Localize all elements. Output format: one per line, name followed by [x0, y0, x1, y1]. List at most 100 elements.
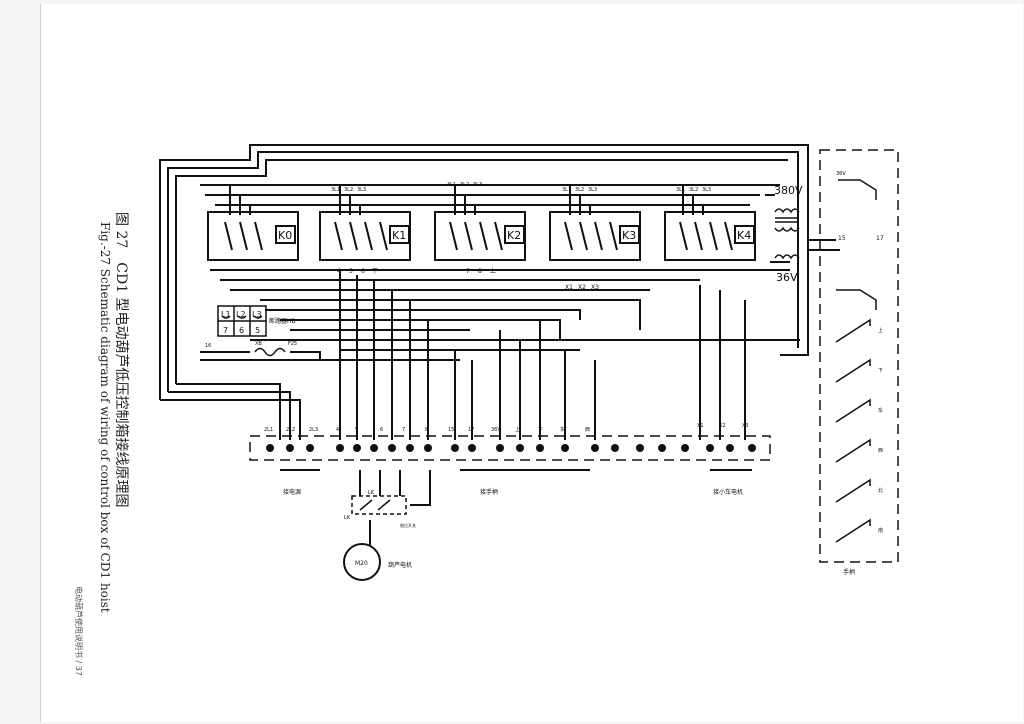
terminal-dots [266, 444, 756, 452]
breaker-label: 断路器HB [269, 317, 296, 325]
pendant-button-up: 上 [878, 327, 883, 334]
terminal-dot [516, 444, 524, 452]
k3-phase-1: 3L1 [562, 187, 571, 193]
motor-label: M20 [355, 560, 368, 567]
k2-aux-7: 7 [466, 268, 470, 275]
contactor-k3-label: K3 [622, 229, 636, 242]
terminal-label-4: 4 [336, 427, 339, 433]
k1-aux-5: 5 [349, 268, 353, 275]
pendant-button-down: 下 [878, 368, 883, 374]
contactor-k1-label: K1 [392, 229, 406, 242]
k4-phase-2: 3L2 [689, 187, 698, 193]
terminal-dot [406, 444, 414, 452]
terminal-dot [706, 444, 714, 452]
fuse-mid-label: XB [255, 341, 262, 347]
limit-switch-caption: 限位开关 [400, 522, 416, 528]
breaker-bottom-6: 6 [239, 326, 244, 335]
group-label-trolley: 接小车电机 [713, 488, 743, 496]
k3-aux-x1: X1 [565, 284, 573, 291]
pendant-switch-contact-icon [835, 478, 871, 503]
terminal-label-down: 下 [538, 427, 543, 433]
k1-aux-6: 6 [361, 268, 365, 275]
terminal-dot [370, 444, 378, 452]
terminal-dot [611, 444, 619, 452]
limit-switch [351, 495, 407, 515]
terminal-label-36v: 36V [491, 427, 501, 433]
terminal-label-west: 西 [585, 427, 590, 433]
terminal-dot [424, 444, 432, 452]
limit-switch-label: LK [368, 490, 375, 496]
k1-phase-2: 3L2 [344, 187, 353, 193]
paper-sheet [40, 4, 1023, 722]
terminal-dot [658, 444, 666, 452]
k1-phase-3: 3L3 [357, 187, 366, 193]
transformer-primary-label: 380V [774, 184, 803, 197]
k3-aux-x2: X2 [578, 284, 586, 291]
terminal-dot [748, 444, 756, 452]
k2-phase-2: 3L2 [460, 182, 469, 188]
pendant-button-east: 东 [878, 407, 883, 414]
terminal-label-x1: X1 [697, 423, 704, 429]
terminal-dot [561, 444, 569, 452]
k2-phase-1: 3L1 [447, 182, 456, 188]
limit-switch-label-2: LK [344, 515, 351, 521]
terminal-label-up: 上 [515, 426, 520, 433]
terminal-dot [726, 444, 734, 452]
terminal-label-east: 东 [560, 426, 565, 433]
terminal-dot [286, 444, 294, 452]
k1-aux-4: 4 [337, 268, 341, 275]
pendant-button-south: 南 [878, 527, 883, 534]
terminal-label-x3: X3 [742, 423, 749, 429]
terminal-label-x2: X2 [719, 423, 726, 429]
pendant-voltage-label: 36V [836, 171, 846, 177]
fuse-left-label: 16 [205, 343, 211, 349]
k1-phase-1: 3L1 [331, 187, 340, 193]
terminal-dot [496, 444, 504, 452]
pendant-switch-contact-icon [835, 518, 871, 543]
motor-icon [343, 543, 381, 581]
terminal-label-8: 8 [425, 427, 428, 433]
group-label-pendant: 接手柄 [480, 488, 498, 496]
transformer-coil-icon [774, 208, 800, 260]
terminal-label-2l2: 2L2 [286, 427, 295, 433]
terminal-label-7: 7 [402, 427, 405, 433]
k1-aux-down: 下 [372, 268, 378, 275]
pendant-box [819, 149, 899, 563]
terminal-dot [306, 444, 314, 452]
pendant-label: 手柄 [843, 568, 855, 576]
breaker-top-l1: L1 [221, 310, 231, 319]
k2-aux-8: 8 [478, 268, 482, 275]
k4-phase-1: 3L1 [676, 187, 685, 193]
motor-caption: 葫芦电机 [388, 561, 412, 569]
pendant-button-north: 北 [878, 487, 883, 494]
terminal-dot [636, 444, 644, 452]
terminal-dot [468, 444, 476, 452]
fuse-icon [254, 347, 286, 357]
pendant-switches [835, 318, 871, 543]
pendant-switch-contact-icon [835, 398, 871, 423]
terminal-dot [681, 444, 689, 452]
terminal-strip [249, 435, 771, 461]
terminal-label-15: 15 [448, 427, 454, 433]
k2-aux-up: 上 [490, 267, 496, 275]
terminal-dot [536, 444, 544, 452]
fuse-right-label: F25 [288, 341, 297, 347]
breaker-top-l3: L3 [252, 310, 262, 319]
pendant-switch-contact-icon [835, 358, 871, 383]
terminal-label-2l1: 2L1 [264, 427, 273, 433]
pendant-switch-contact-icon [835, 318, 871, 343]
k3-aux-x3: X3 [591, 284, 599, 291]
terminal-label-2l3: 2L3 [309, 427, 318, 433]
breaker-bottom-5: 5 [255, 326, 260, 335]
terminal-label-5: 5 [355, 427, 358, 433]
k2-phase-3: 3L3 [473, 182, 482, 188]
limit-switch-contact-icon [359, 499, 391, 511]
terminal-dot [388, 444, 396, 452]
group-label-power: 接电源 [283, 488, 301, 496]
transformer-secondary-label: 36V [776, 271, 798, 284]
k4-phase-3: 3L3 [702, 187, 711, 193]
terminal-label-6: 6 [380, 427, 383, 433]
k3-phase-2: 3L2 [575, 187, 584, 193]
terminal-dot [266, 444, 274, 452]
contactor-k0-label: K0 [278, 229, 292, 242]
